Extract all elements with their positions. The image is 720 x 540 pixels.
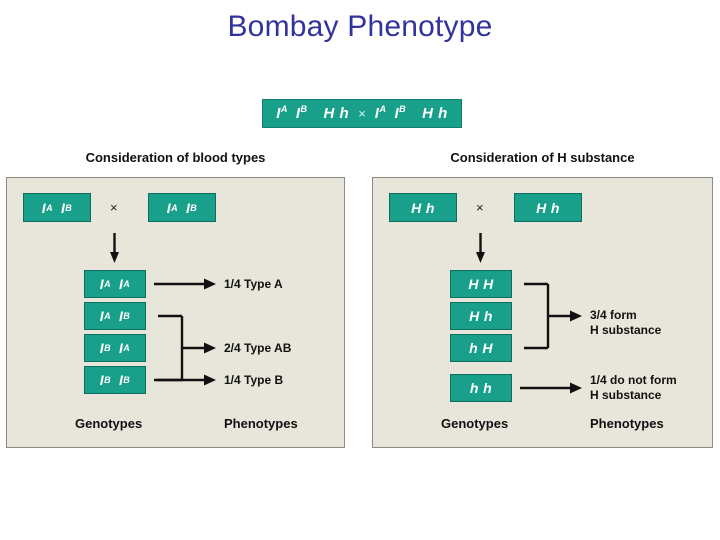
right-connector-no-h (520, 382, 582, 394)
left-o1-allele1: I (99, 276, 105, 292)
right-down-arrow-icon (476, 233, 485, 263)
banner-p1-sup2: B (300, 104, 308, 114)
banner-p2-allele1: I (374, 105, 380, 122)
left-p1-allele2: I (61, 199, 66, 216)
right-offspring-box-3: h H (450, 334, 512, 362)
right-phenotype-2-line2: H substance (590, 388, 662, 402)
left-p1-allele1: I (41, 199, 47, 216)
left-o1-allele2: I (119, 276, 124, 292)
right-offspring-box-4: h h (450, 374, 512, 402)
right-cross-symbol: × (476, 200, 484, 215)
right-genotypes-label: Genotypes (441, 416, 509, 431)
left-phenotype-3: 1/4 Type B (224, 373, 284, 387)
left-phenotype-2: 2/4 Type AB (224, 341, 292, 355)
left-o4-allele2: I (119, 372, 124, 388)
left-panel-heading: Consideration of blood types (85, 150, 266, 165)
banner-p2-allele2: I (394, 105, 400, 122)
left-genotypes-label: Genotypes (75, 416, 143, 431)
right-parent-box-2: H h (514, 193, 582, 222)
left-cross-symbol: × (110, 200, 118, 215)
left-o2-allele1: I (99, 308, 105, 324)
banner-p1-allele2: I (295, 105, 301, 122)
right-parent-box-1: H h (389, 193, 457, 222)
right-phenotype-2: 1/4 do not form H substance (590, 373, 677, 403)
left-connector-type-b (154, 374, 216, 386)
left-o2-allele2: I (119, 308, 124, 324)
left-phenotypes-label: Phenotypes (224, 416, 298, 431)
banner-p1-allele1: I (276, 105, 281, 122)
right-offspring-box-2: H h (450, 302, 512, 330)
right-phenotypes-label: Phenotypes (590, 416, 664, 431)
right-phenotype-1-line2: H substance (590, 323, 662, 337)
left-p2-allele1: I (166, 199, 172, 216)
left-o3-allele2: I (119, 340, 124, 356)
banner-cross-symbol: × (358, 106, 366, 121)
page-title: Bombay Phenotype (227, 10, 493, 43)
left-o4-allele1: I (99, 372, 105, 388)
banner-p1-sup1: A (280, 104, 288, 114)
right-phenotype-1-line1: 3/4 form (590, 308, 637, 322)
left-phenotype-1: 1/4 Type A (224, 277, 283, 291)
right-bracket-connector (524, 282, 582, 350)
left-p2-allele2: I (186, 199, 191, 216)
right-phenotype-1: 3/4 form H substance (590, 308, 661, 338)
right-panel-heading: Consideration of H substance (450, 150, 635, 165)
left-o3-allele1: I (99, 340, 105, 356)
banner-p2-h-alleles: H h (422, 105, 448, 122)
banner-p1-h-alleles: H h (323, 105, 350, 122)
banner-p2-sup1: A (379, 104, 387, 114)
right-offspring-box-1: H H (450, 270, 512, 298)
left-down-arrow-icon (110, 233, 119, 263)
banner-p2-sup2: B (399, 104, 407, 114)
h-substance-panel: H h × H h H H H h h H h h 3/4 form H sub… (372, 177, 713, 448)
right-phenotype-2-line1: 1/4 do not form (590, 373, 677, 387)
